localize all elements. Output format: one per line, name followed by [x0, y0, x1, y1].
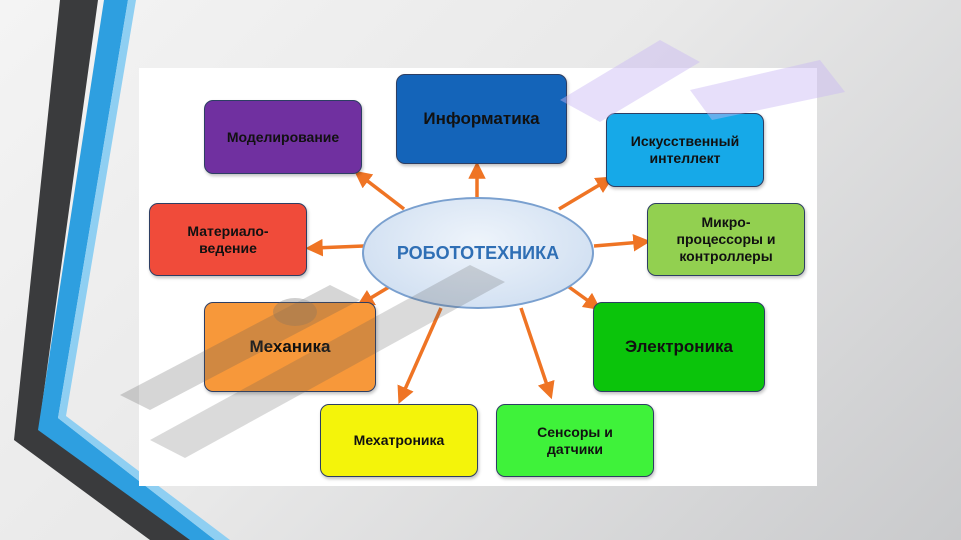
arrow-mekhanika	[356, 285, 390, 307]
node-label: Сенсоры и датчики	[537, 423, 613, 457]
node-elektronika: Электроника	[593, 302, 765, 392]
node-label: Мехатроника	[353, 432, 445, 449]
node-label: Электроника	[625, 336, 733, 356]
node-label: Искусственный интеллект	[630, 133, 740, 166]
node-label: Материало-ведение	[187, 222, 269, 256]
arrow-mikroprocessory	[593, 234, 651, 252]
dark-stripe	[14, 0, 195, 540]
node-label: Механика	[249, 336, 331, 356]
arrow-mekhatronika	[397, 307, 443, 404]
node-mekhatronika: Мехатроника	[320, 404, 478, 477]
center-node: РОБОТОТЕХНИКА	[362, 197, 594, 309]
arrow-materialovedenie	[305, 238, 365, 257]
node-label: Информатика	[423, 108, 540, 128]
node-label: Микро-процессоры и контроллеры	[676, 214, 776, 264]
node-modelirovanie: Моделирование	[204, 100, 362, 174]
node-materialovedenie: Материало-ведение	[149, 203, 307, 276]
blue-stripe	[38, 0, 215, 540]
node-mikroprocessory: Микро-процессоры и контроллеры	[647, 203, 805, 276]
arrow-sensory	[519, 307, 555, 400]
node-label: Моделирование	[226, 128, 340, 145]
node-informatika: Информатика	[396, 74, 567, 164]
arrows	[305, 161, 651, 404]
node-iskusstvennyi-intellekt: Искусственный интеллект	[606, 113, 764, 187]
center-label: РОБОТОТЕХНИКА	[396, 242, 560, 263]
node-mekhanika: Механика	[204, 302, 376, 392]
arrow-iskusstvennyi-intellekt	[558, 176, 614, 211]
node-sensory: Сенсоры и датчики	[496, 404, 654, 477]
arrow-elektronika	[567, 285, 602, 311]
arrow-modelirovanie	[354, 170, 406, 211]
